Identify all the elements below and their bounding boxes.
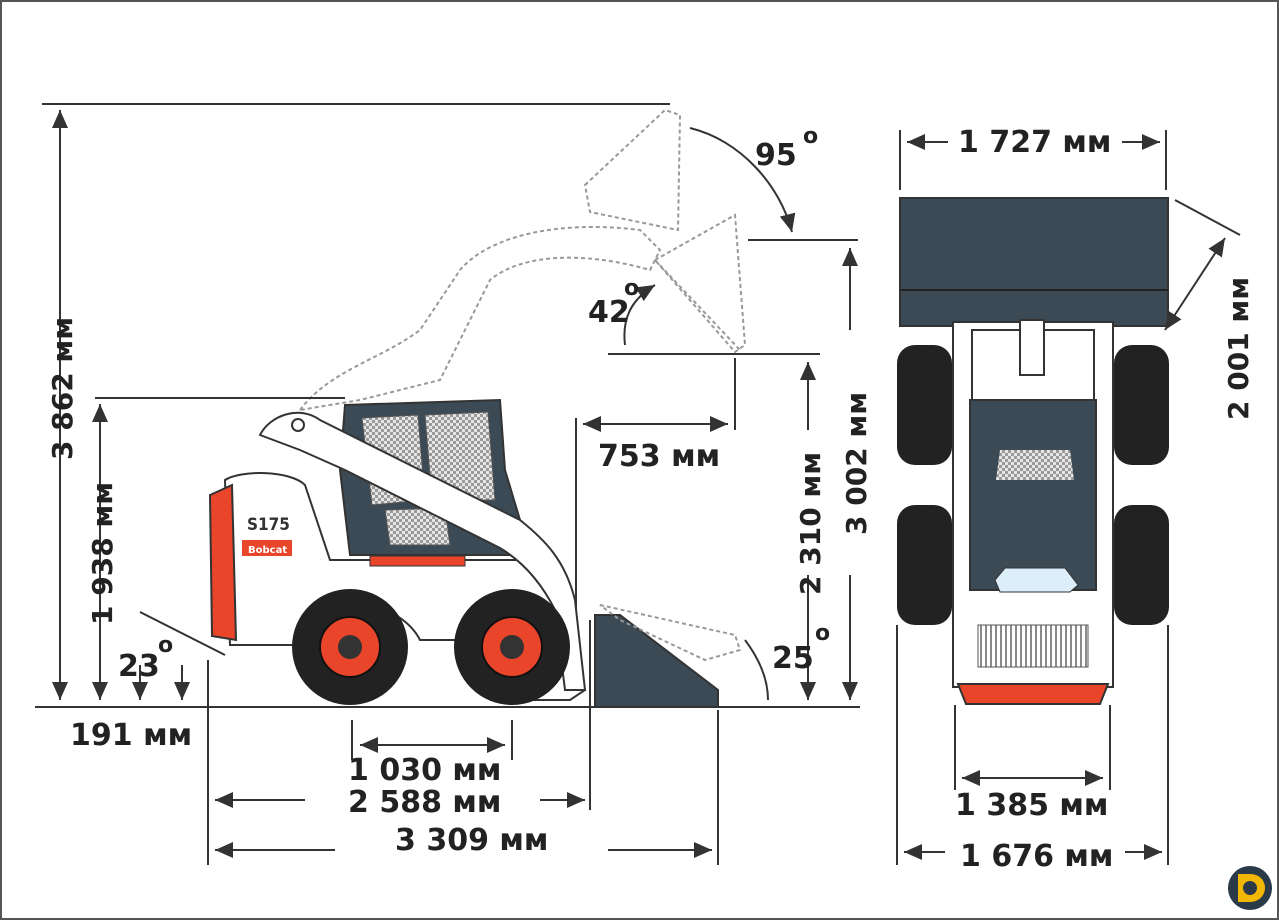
loader-side-view: S175 Bobcat (208, 398, 742, 708)
dim-length-with-bucket: 3 309 мм (395, 823, 548, 858)
dim-hinge-pin-height: 3 002 мм (840, 392, 873, 535)
front-cab (969, 399, 1097, 591)
dim-rollback-top-angle: 95 (755, 138, 797, 173)
front-bumper (956, 683, 1110, 705)
dim-cab-height: 1 938 мм (86, 482, 119, 625)
front-bucket (899, 197, 1169, 327)
dim-bucket-diagonal: 2 001 мм (1222, 277, 1255, 420)
lift-arm (258, 411, 587, 691)
degree-top: o (803, 124, 818, 149)
raised-bucket-dumped (653, 213, 747, 354)
degree-dump: o (624, 276, 639, 301)
dim-ground-clearance: 191 мм (70, 718, 192, 753)
rear-panel (208, 483, 238, 642)
bucket-lowered (594, 614, 719, 708)
side-dimensions (42, 103, 858, 865)
dim-overall-width: 1 676 мм (960, 839, 1113, 874)
front-dimensions (896, 130, 1241, 865)
dim-dump-height: 2 310 мм (794, 452, 827, 595)
dim-dump-angle: 42 (588, 295, 630, 330)
dim-dump-reach: 753 мм (598, 439, 720, 474)
tire-left-front (897, 505, 952, 625)
dim-max-lift-height: 3 862 мм (46, 317, 79, 460)
tire-right-front (1114, 505, 1169, 625)
brand-label: Bobcat (248, 545, 287, 556)
tire-right-rear (1114, 345, 1169, 465)
raised-bucket-top (583, 108, 682, 232)
degree-rear: o (158, 633, 173, 658)
dim-bucket-rollback-angle: 25 (772, 641, 814, 676)
dim-rear-angle: 23 (118, 649, 160, 684)
dim-length-no-bucket: 2 588 мм (348, 785, 501, 820)
loader-front-view (897, 197, 1169, 705)
tire-left-rear (897, 345, 952, 465)
dim-bucket-width: 1 727 мм (958, 125, 1111, 160)
dim-track-width: 1 385 мм (955, 788, 1108, 823)
watermark-logo (1228, 866, 1272, 910)
dim-wheelbase: 1 030 мм (348, 753, 501, 788)
raised-arm-outline (297, 108, 747, 412)
model-label: S175 (247, 515, 290, 535)
degree-bucket: o (815, 621, 830, 646)
